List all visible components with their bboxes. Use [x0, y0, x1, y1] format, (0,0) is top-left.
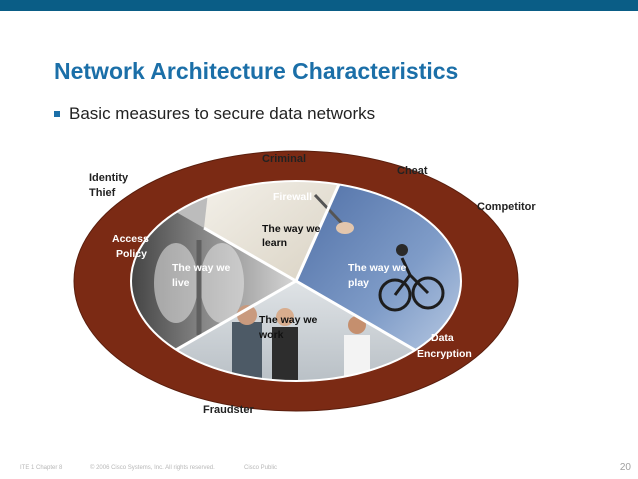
- threat-identity: Identity: [89, 172, 129, 184]
- cyclist-image: [378, 244, 445, 312]
- inner-photo-collage: [131, 181, 461, 381]
- divider-line: [294, 181, 342, 282]
- top-banner: [0, 0, 638, 11]
- threat-thief: Thief: [89, 187, 116, 199]
- segment-label-play-1: The way we: [348, 262, 407, 274]
- footer-course: ITE 1 Chapter 8: [20, 465, 63, 471]
- bullet-item: Basic measures to secure data networks: [54, 103, 375, 125]
- ring-label-firewall: Firewall: [273, 191, 312, 203]
- writing-hand-image: [313, 193, 354, 234]
- threat-competitor: Competitor: [477, 201, 536, 213]
- segment-label-learn-1: The way we: [262, 223, 321, 235]
- page-number: 20: [619, 462, 631, 473]
- xray-image: [154, 240, 244, 335]
- divider-line: [203, 226, 297, 283]
- ring-label-data: Data: [431, 332, 454, 344]
- footer-copyright: © 2006 Cisco Systems, Inc. All rights re…: [90, 465, 215, 471]
- threat-cheat: Cheat: [397, 165, 428, 177]
- slide-title: Network Architecture Characteristics: [54, 58, 459, 84]
- segment-label-work-2: work: [258, 329, 284, 341]
- segment-label-learn-2: learn: [262, 237, 287, 249]
- threat-fraudster: Fraudster: [203, 404, 254, 416]
- threat-criminal: Criminal: [262, 153, 306, 165]
- ring-label-encryption: Encryption: [417, 348, 472, 360]
- segment-label-live-2: live: [172, 277, 190, 289]
- segment-label-play-2: play: [348, 277, 369, 289]
- bullet-marker-icon: [54, 111, 60, 117]
- bullet-text: Basic measures to secure data networks: [69, 104, 376, 123]
- segment-label-work-1: The way we: [259, 314, 318, 326]
- segment-learn: [204, 181, 340, 281]
- ring-label-access: Access: [112, 233, 149, 245]
- segment-label-live-1: The way we: [172, 262, 231, 274]
- ring-label-policy: Policy: [116, 248, 147, 260]
- ring-outline: [73, 150, 519, 412]
- inner-border: [130, 180, 462, 382]
- footer-classification: Cisco Public: [244, 465, 278, 471]
